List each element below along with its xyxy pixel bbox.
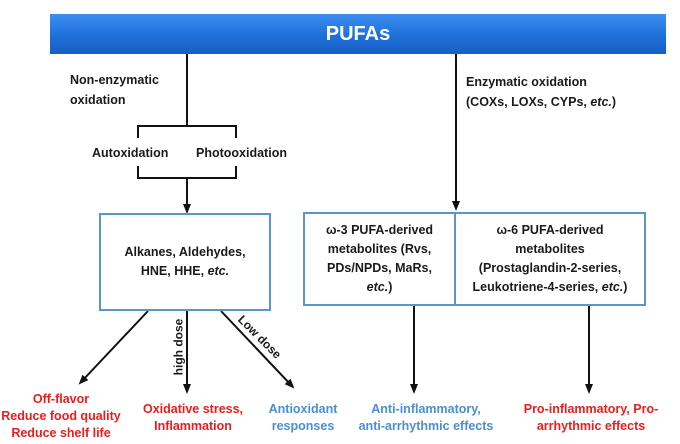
outcome-antioxidant-line1: Antioxidant bbox=[268, 402, 338, 416]
outcome-off-flavor-line2: Reduce food quality bbox=[1, 409, 121, 423]
box-aldehydes-line1: Alkanes, Aldehydes, bbox=[124, 245, 246, 259]
enzymatic-label: Enzymatic oxidation (COXs, LOXs, CYPs, e… bbox=[466, 72, 616, 112]
outcome-oxidative-stress: Oxidative stress, Inflammation bbox=[134, 401, 252, 435]
outcome-off-flavor: Off-flavor Reduce food quality Reduce sh… bbox=[0, 391, 122, 442]
outcome-anti-inflammatory-line1: Anti-inflammatory, bbox=[371, 402, 481, 416]
photooxidation-label: Photooxidation bbox=[196, 146, 287, 160]
enzymatic-label-line2: (COXs, LOXs, CYPs, etc.) bbox=[466, 95, 617, 109]
high-dose-label: high dose bbox=[171, 318, 186, 376]
autoxidation-label: Autoxidation bbox=[92, 146, 169, 160]
box-omega6-line4: Leukotriene-4-series, etc.) bbox=[472, 280, 628, 294]
outcome-off-flavor-line1: Off-flavor bbox=[32, 392, 90, 406]
box-omega6: ω-6 PUFA-derived metabolites (Prostaglan… bbox=[454, 212, 646, 306]
box-omega6-line3: (Prostaglandin-2-series, bbox=[478, 261, 622, 275]
box-aldehydes-line2: HNE, HHE, etc. bbox=[140, 264, 230, 278]
nonenzymatic-label: Non-enzymatic oxidation bbox=[70, 70, 159, 110]
box-omega3: ω-3 PUFA-derived metabolites (Rvs, PDs/N… bbox=[303, 212, 456, 306]
outcome-antioxidant-line2: responses bbox=[271, 419, 335, 433]
outcome-antioxidant: Antioxidant responses bbox=[258, 401, 348, 435]
outcome-pro-inflammatory: Pro-inflammatory, Pro- arrhythmic effect… bbox=[512, 401, 670, 435]
outcome-anti-inflammatory: Anti-inflammatory, anti-arrhythmic effec… bbox=[352, 401, 500, 435]
outcome-off-flavor-line3: Reduce shelf life bbox=[11, 426, 111, 440]
box-omega3-line1: ω-3 PUFA-derived bbox=[325, 223, 434, 237]
nonenzymatic-label-line2: oxidation bbox=[70, 93, 126, 107]
pufas-banner: PUFAs bbox=[50, 14, 666, 54]
outcome-pro-inflammatory-line2: arrhythmic effects bbox=[536, 419, 646, 433]
outcome-anti-inflammatory-line2: anti-arrhythmic effects bbox=[358, 419, 494, 433]
box-omega3-line3: PDs/NPDs, MaRs, bbox=[327, 261, 432, 275]
outcome-oxidative-line2: Inflammation bbox=[154, 419, 232, 433]
bracket-bottom bbox=[137, 166, 237, 179]
arrow-off-flavor bbox=[78, 310, 149, 385]
box-omega3-line2: metabolites (Rvs, bbox=[327, 242, 432, 256]
outcome-oxidative-line1: Oxidative stress, bbox=[142, 402, 244, 416]
box-omega6-line1: ω-6 PUFA-derived bbox=[496, 223, 604, 237]
box-omega3-line4: etc.) bbox=[366, 280, 393, 294]
nonenzymatic-label-line1: Non-enzymatic bbox=[70, 73, 159, 87]
banner-title: PUFAs bbox=[325, 22, 391, 45]
outcome-pro-inflammatory-line1: Pro-inflammatory, Pro- bbox=[523, 402, 659, 416]
bracket-top bbox=[137, 125, 237, 138]
box-aldehydes: Alkanes, Aldehydes, HNE, HHE, etc. bbox=[99, 213, 271, 311]
box-omega6-line2: metabolites bbox=[515, 242, 585, 256]
arrow-low-dose bbox=[220, 310, 295, 389]
enzymatic-label-line1: Enzymatic oxidation bbox=[466, 75, 587, 89]
